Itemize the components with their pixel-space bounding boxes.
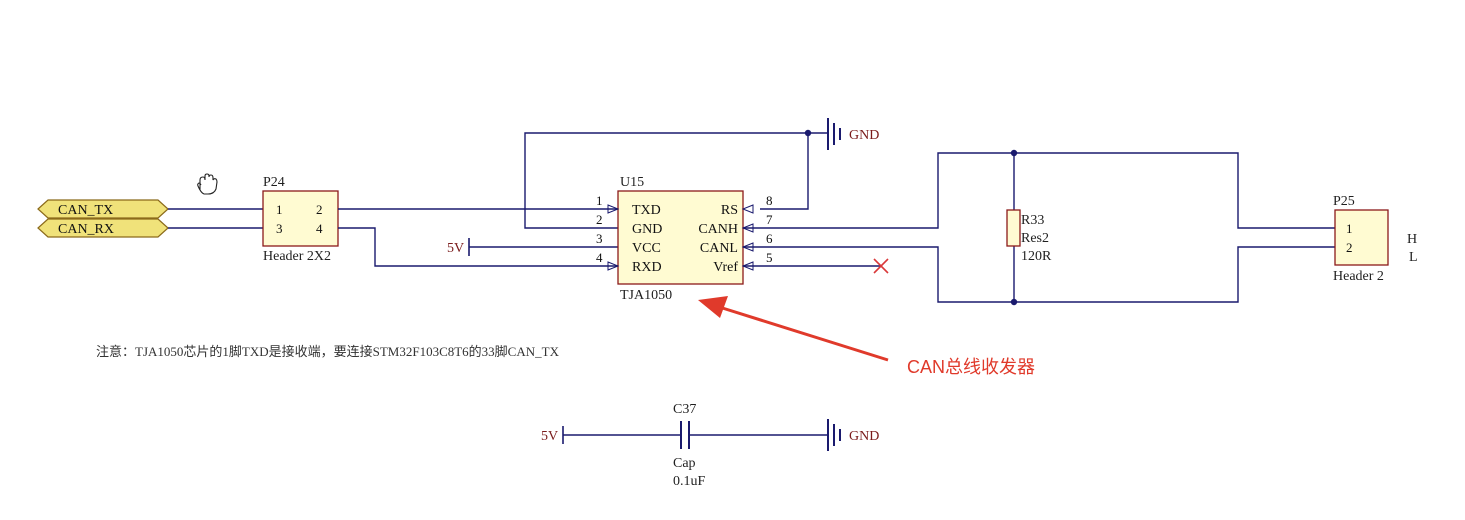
net-port-can-rx[interactable]: CAN_RX (37, 218, 169, 238)
junction-canl (1010, 298, 1018, 306)
annotation-arrow-icon (698, 296, 889, 362)
u15-pin-num-7: 7 (766, 212, 773, 227)
u15-designator: U15 (620, 175, 644, 190)
u15-pin-name-rxd: RXD (632, 260, 662, 275)
wire-rs-gnd (760, 133, 809, 210)
p24-designator: P24 (263, 175, 285, 190)
u15-pin-num-6: 6 (766, 231, 773, 246)
net-port-can-tx[interactable]: CAN_TX (37, 199, 169, 219)
vcc-left-label: 5V (447, 241, 464, 256)
vcc-cap-label: 5V (541, 429, 558, 444)
gnd-top-label: GND (849, 128, 879, 143)
wire-gnd-loop (524, 132, 828, 229)
p24-pin-1: 1 (276, 202, 283, 217)
wire-canh (743, 152, 1335, 229)
gnd-cap-label: GND (849, 429, 879, 444)
u15-pin-name-rs: RS (721, 203, 738, 218)
u15-pin-num-5: 5 (766, 250, 773, 265)
p24-header[interactable]: P24 Header 2X2 1 2 3 4 (262, 175, 339, 264)
no-connect-icon (873, 258, 889, 274)
r33-resistor[interactable]: R33 Res2 120R (1006, 209, 1052, 264)
hand-cursor-icon (197, 173, 218, 195)
u15-pin-name-canl: CANL (700, 241, 738, 256)
r33-designator: R33 (1021, 213, 1044, 228)
p24-comment: Header 2X2 (263, 249, 331, 264)
vcc-symbol-left: 5V (447, 238, 470, 256)
u15-pin-name-txd: TXD (632, 203, 661, 218)
u15-pin-arrow-4 (607, 261, 620, 271)
r33-comment: Res2 (1021, 231, 1049, 246)
p24-pin-2: 2 (316, 202, 323, 217)
net-port-can-rx-label: CAN_RX (58, 222, 114, 237)
p25-pin-2: 2 (1346, 240, 1353, 255)
c37-value: 0.1uF (673, 474, 706, 489)
gnd-symbol-cap: GND (827, 419, 879, 451)
c37-capacitor[interactable]: C37 Cap 0.1uF (673, 402, 706, 489)
p25-comment: Header 2 (1333, 269, 1384, 284)
note-text: 注意：TJA1050芯片的1脚TXD是接收端，要连接STM32F103C8T6的… (96, 344, 560, 359)
u15-pin-arrow-1 (607, 204, 620, 214)
u15-pin-name-gnd: GND (632, 222, 662, 237)
r33-value: 120R (1021, 249, 1052, 264)
c37-designator: C37 (673, 402, 696, 417)
gnd-symbol-top: GND (827, 118, 879, 150)
u15-pin-num-2: 2 (596, 212, 603, 227)
p25-net-label-l: L (1409, 250, 1418, 265)
u15-comment: TJA1050 (620, 288, 672, 303)
p25-header[interactable]: P25 Header 2 1 2 (1333, 194, 1389, 284)
net-port-can-tx-label: CAN_TX (58, 203, 113, 218)
wire-canl (743, 246, 1335, 303)
u15-pin-arrow-8 (741, 204, 754, 214)
p25-pin-1: 1 (1346, 221, 1353, 236)
p25-net-label-h: H (1407, 232, 1417, 247)
wire-rxd (338, 227, 618, 267)
u15-pin-num-8: 8 (766, 193, 773, 208)
u15-pin-num-3: 3 (596, 231, 603, 246)
u15-pin-name-canh: CANH (698, 222, 738, 237)
p24-pin-4: 4 (316, 221, 323, 236)
u15-pin-num-1: 1 (596, 193, 603, 208)
p24-pin-3: 3 (276, 221, 283, 236)
annotation-text: CAN总线收发器 (907, 357, 1035, 377)
junction-gnd (804, 129, 812, 137)
c37-comment: Cap (673, 456, 696, 471)
junction-canh (1010, 149, 1018, 157)
p25-designator: P25 (1333, 194, 1355, 209)
u15-pin-name-vcc: VCC (632, 241, 661, 256)
u15-pin-name-vref: Vref (713, 260, 738, 275)
u15-ic[interactable]: U15 TJA1050 TXD GND VCC RXD 1 2 3 4 RS C… (596, 175, 773, 303)
vcc-symbol-cap: 5V (541, 426, 564, 444)
u15-pin-num-4: 4 (596, 250, 603, 265)
